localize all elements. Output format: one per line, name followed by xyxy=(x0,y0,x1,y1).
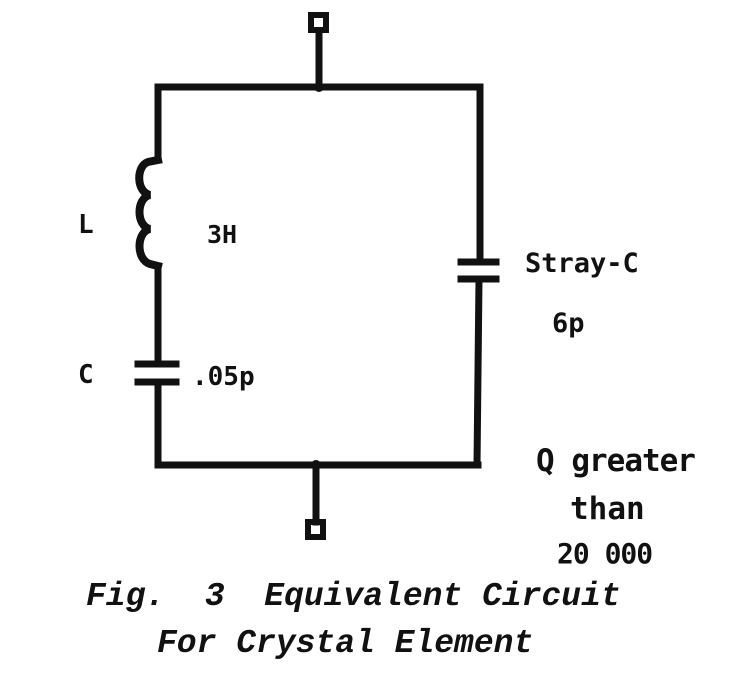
figure-caption-line1: Fig. 3 Equivalent Circuit xyxy=(86,578,621,615)
capacitor-value-label: .05p xyxy=(192,362,255,392)
top-terminal-icon xyxy=(308,12,329,92)
bottom-terminal-icon xyxy=(305,460,326,540)
stray-capacitor-label: Stray-C xyxy=(525,248,639,279)
figure-caption-line2: For Crystal Element xyxy=(157,625,534,662)
capacitor-symbol-label: C xyxy=(78,360,94,390)
quality-note-line1: Q greater xyxy=(536,443,696,479)
inductor-symbol-label: L xyxy=(78,210,94,240)
quality-note-line3: 20 000 xyxy=(557,537,653,570)
right-wire-lower xyxy=(473,275,483,469)
inductor-value-label: 3H xyxy=(207,220,238,249)
quality-note-line2: than xyxy=(570,491,645,527)
stray-capacitor-value: 6p xyxy=(552,308,585,339)
inductor-icon xyxy=(135,155,163,271)
